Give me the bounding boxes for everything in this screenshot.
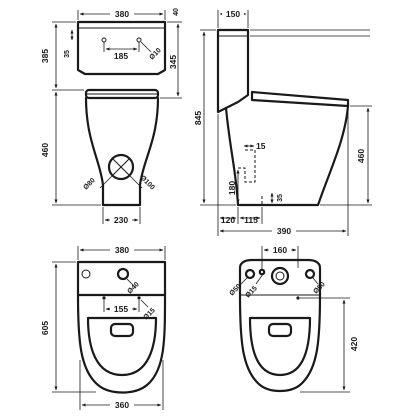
plan-right-leader <box>312 277 319 285</box>
front-button-hole-right <box>136 37 142 43</box>
plan-left-leader <box>140 299 149 308</box>
plan-right-hole-center-inner <box>275 271 285 281</box>
front-leader <box>99 175 113 189</box>
front-base-width-label: 230 <box>114 215 128 225</box>
plan-left-leader <box>126 278 137 289</box>
front-view: 380 385 35 185 Ø10 345 460 Ø80 Ø100 <box>40 8 182 225</box>
plan-left-label-bg <box>110 303 132 313</box>
side-view: 150 40 845 460 15 180 35 120 115 <box>173 8 372 236</box>
plan-left-label-bg <box>110 399 134 410</box>
plan-right-hole-left <box>244 268 256 280</box>
plan-view-left: 380 605 Ø40 155 Ø15 360 <box>40 244 167 410</box>
front-label-bg <box>110 8 134 19</box>
side-pipe-depth-label: 35 <box>277 194 284 202</box>
plan-left-length-label: 605 <box>40 321 50 335</box>
plan-left-bowl <box>76 293 167 394</box>
plan-right-hole-right <box>304 268 316 280</box>
plan-left-hole-small-label: Ø15 <box>142 307 156 321</box>
plan-left-hole-small-a <box>102 296 106 300</box>
plan-left-seat-hinge <box>109 322 135 338</box>
front-outlet-circle <box>107 153 135 181</box>
plan-left-label-bg <box>110 244 134 255</box>
side-outlet-height-label: 180 <box>227 181 237 195</box>
plan-right-leader <box>255 273 264 285</box>
plan-right-hole-spacing-label: 160 <box>273 245 287 255</box>
front-label-bg <box>110 214 132 225</box>
plan-right-hole-dot <box>296 296 300 300</box>
front-width-top-label: 380 <box>115 9 129 19</box>
front-cistern-outline <box>76 20 167 76</box>
plan-right-hole-center-outer <box>270 266 290 286</box>
plan-right-seat-inner <box>248 316 312 377</box>
plan-left-hole-spacing-label: 155 <box>114 304 128 314</box>
side-height-seat-label: 460 <box>356 149 366 163</box>
plan-left-hole-large-label: Ø40 <box>126 281 140 295</box>
front-height-cistern-label: 385 <box>40 49 50 63</box>
side-lid-thickness-label: 40 <box>173 8 180 16</box>
plan-left-width-top-label: 380 <box>115 245 129 255</box>
side-height-total-label: 845 <box>193 111 203 125</box>
side-cistern-depth-label: 150 <box>226 9 240 19</box>
side-bowl-outline <box>224 104 350 207</box>
front-outlet-cross-b <box>112 158 130 176</box>
plan-left-hole-a <box>81 269 91 279</box>
side-label-bg <box>222 8 244 19</box>
front-bowl-outline <box>84 96 160 207</box>
front-button-spacing-label: 185 <box>114 51 128 61</box>
front-leader <box>129 175 143 189</box>
side-total-depth-label: 390 <box>277 226 291 236</box>
plan-right-hole-small <box>258 268 266 276</box>
front-depth-ref-label: 35 <box>64 50 71 58</box>
plan-left-base-width-label: 360 <box>115 400 129 410</box>
front-button-dia-label: Ø10 <box>148 47 162 61</box>
side-cistern-outline <box>216 28 250 114</box>
plan-right-hole-mid-label: Ø15 <box>244 285 258 299</box>
plan-right-outline <box>238 258 322 393</box>
plan-right-seat-hinge <box>267 322 293 338</box>
front-height-total-label: 460 <box>40 143 50 157</box>
side-seat <box>250 90 350 108</box>
side-outlet-offset-label: 15 <box>256 141 266 151</box>
side-label-bg <box>272 225 296 236</box>
side-trap-dashed <box>238 149 256 183</box>
front-outlet-inner-label: Ø80 <box>82 177 96 191</box>
plan-right-leader <box>239 277 248 286</box>
plan-right-depth-label: 420 <box>349 337 359 351</box>
plan-right-label-bg <box>269 244 291 255</box>
front-leader <box>140 41 152 53</box>
plan-left-seat-inner <box>86 316 158 377</box>
plan-left-hole-large <box>116 267 130 281</box>
plan-view-right: 160 Ø50 Ø15 Ø50 420 <box>228 244 359 393</box>
plan-left-hole-small-b <box>137 296 141 300</box>
front-button-hole-left <box>101 37 107 43</box>
side-outlet-to-wall-label: 115 <box>244 215 258 225</box>
front-height-lid-label: 345 <box>168 55 178 69</box>
side-rear-gap-label: 120 <box>221 215 235 225</box>
